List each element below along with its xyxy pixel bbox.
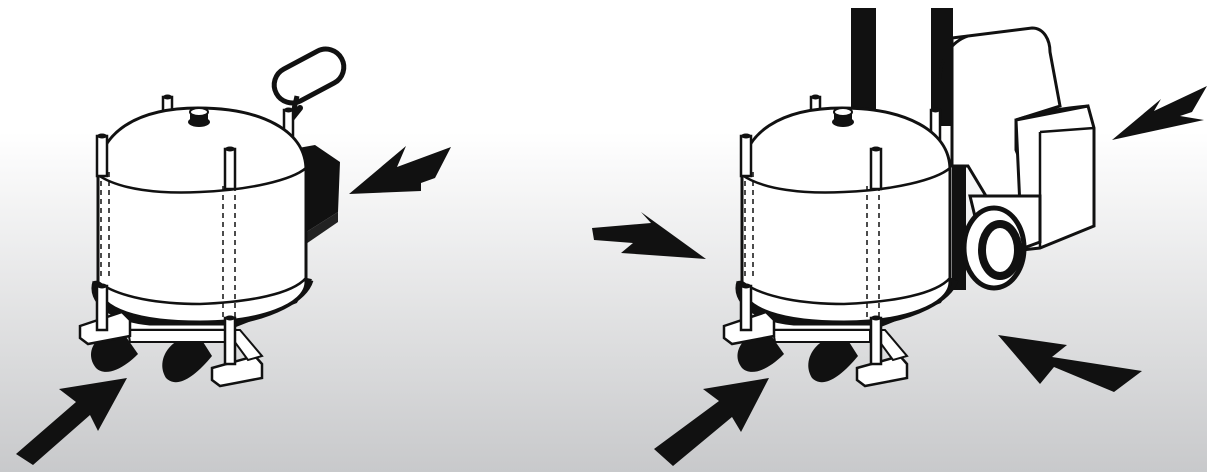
tank-top-fitting: [188, 108, 210, 127]
tank-top-fitting: [832, 108, 854, 127]
tank-pallet-jack: [98, 108, 306, 322]
forklift-wheel: [964, 208, 1024, 288]
tank-forklift: [742, 108, 950, 322]
